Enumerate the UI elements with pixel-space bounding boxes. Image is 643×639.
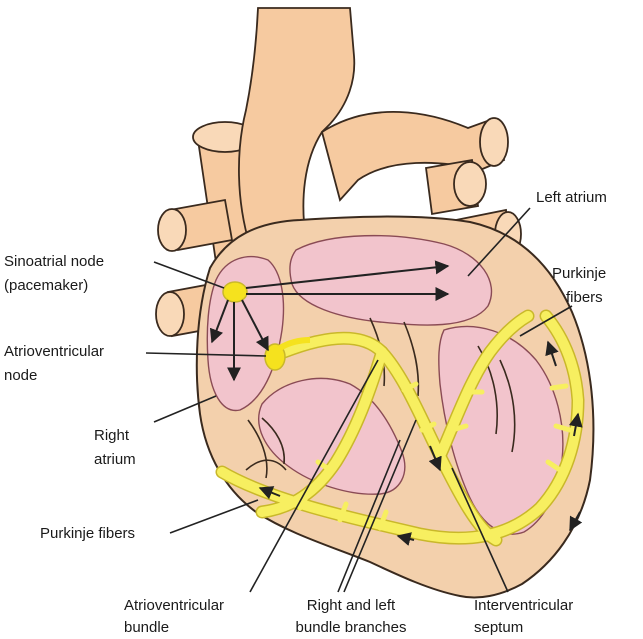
label-node: node: [4, 366, 37, 386]
label-interventricular: Interventricular: [474, 596, 573, 616]
label-sinoatrial-node: Sinoatrial node: [4, 252, 104, 272]
aortic-arch-opening: [480, 118, 508, 166]
label-purkinje-fibers-left: Purkinje fibers: [40, 524, 135, 544]
label-pacemaker: (pacemaker): [4, 276, 88, 296]
pulmonary-vein-opening: [156, 292, 184, 336]
label-right: Right: [94, 426, 129, 446]
label-left-atrium: Left atrium: [536, 188, 607, 208]
label-atrioventricular-bundle: Atrioventricular: [124, 596, 224, 616]
label-purkinje-right: Purkinje: [552, 264, 606, 284]
label-atrioventricular-node: Atrioventricular: [4, 342, 104, 362]
label-septum: septum: [474, 618, 523, 638]
label-fibers-right: fibers: [566, 288, 603, 308]
sinoatrial-node: [223, 282, 247, 302]
label-right-and-left: Right and left: [276, 596, 426, 616]
pulmonary-vein-opening: [158, 209, 186, 251]
label-bundle: bundle: [124, 618, 169, 638]
label-atrium: atrium: [94, 450, 136, 470]
label-bundle-branches: bundle branches: [276, 618, 426, 638]
pulmonary-vein-opening: [454, 162, 486, 206]
